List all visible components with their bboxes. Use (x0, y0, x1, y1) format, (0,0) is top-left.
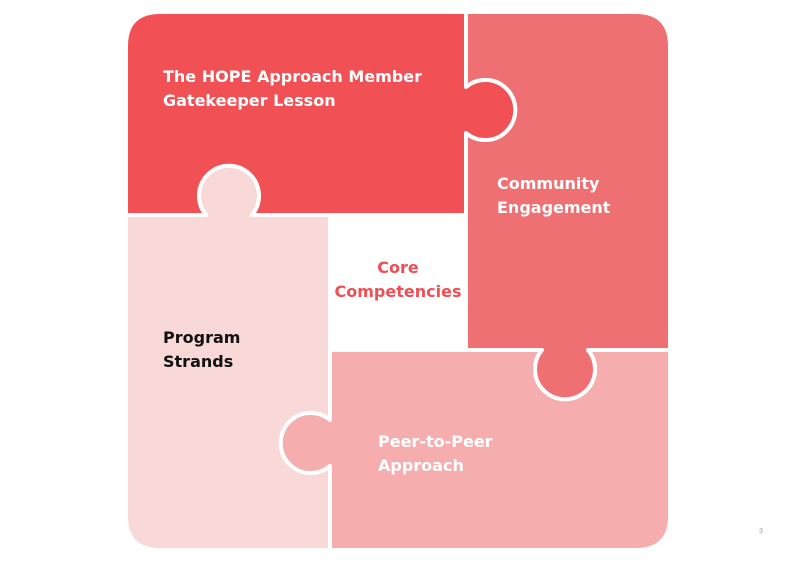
label-hope-approach-line2: Gatekeeper Lesson (163, 91, 336, 110)
page-number: 3 (759, 528, 763, 535)
label-peer-to-peer-line2: Approach (378, 456, 464, 475)
label-community-engagement: Community Engagement (497, 172, 610, 220)
label-program-strands-line1: Program (163, 328, 241, 347)
label-program-strands: Program Strands (163, 326, 240, 374)
piece-hope-approach (124, 10, 518, 217)
label-core-competencies: Core Competencies (328, 256, 468, 304)
label-community-engagement-line1: Community (497, 174, 600, 193)
label-community-engagement-line2: Engagement (497, 198, 611, 217)
label-core-competencies-line2: Competencies (334, 282, 462, 301)
label-hope-approach-line1: The HOPE Approach Member (163, 67, 422, 86)
label-peer-to-peer: Peer-to-Peer Approach (378, 430, 493, 478)
label-program-strands-line2: Strands (163, 352, 234, 371)
label-peer-to-peer-line1: Peer-to-Peer (378, 432, 493, 451)
label-core-competencies-line1: Core (377, 258, 419, 277)
label-hope-approach: The HOPE Approach Member Gatekeeper Less… (163, 65, 422, 113)
